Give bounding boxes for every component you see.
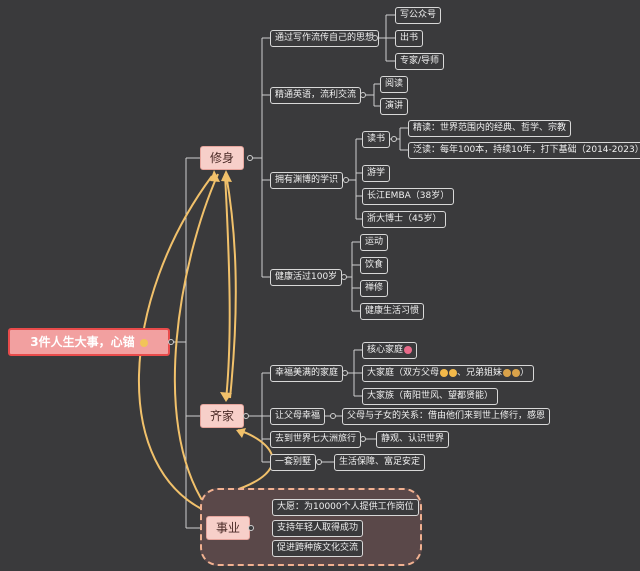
node-jingdu[interactable]: 精读：世界范围内的经典、哲学、宗教 [408,120,572,137]
node-travel[interactable]: 去到世界七大洲旅行 [270,431,362,448]
node-health[interactable]: 健康活过100岁 [270,269,343,286]
extended-family-label: 大家庭（双方父母 [367,368,440,378]
node-english[interactable]: 精通英语，流利交流 [270,87,362,104]
anchor-icon [139,338,148,347]
relation-arrows [137,173,274,514]
core-family-label: 核心家庭 [367,345,404,355]
node-sport[interactable]: 运动 [360,234,389,251]
node-support-youth[interactable]: 支持年轻人取得成功 [272,520,364,537]
node-dushu[interactable]: 读书 [362,131,391,148]
node-book[interactable]: 出书 [395,30,424,47]
node-parents[interactable]: 让父母幸福 [270,408,326,425]
arrow-xiushen-to-qijia [224,173,231,401]
node-writing[interactable]: 通过写作流传自己的思想 [270,30,380,47]
collapse-dot[interactable] [330,413,336,419]
node-knowledge[interactable]: 拥有渊博的学识 [270,172,344,189]
node-clan[interactable]: 大家族（南阳世风、望都贤能） [362,388,499,405]
collapse-dot[interactable] [372,35,378,41]
extended-family-close: ） [520,368,530,378]
collapse-dot[interactable] [247,155,253,161]
main-node-shiye[interactable]: 事业 [206,516,250,540]
node-youxue[interactable]: 游学 [362,165,391,182]
node-habits[interactable]: 健康生活习惯 [360,303,425,320]
siblings-label: 、兄弟姐妹 [457,368,503,378]
node-observe[interactable]: 静观、认识世界 [376,431,450,448]
node-reading[interactable]: 阅读 [380,76,409,93]
node-emba[interactable]: 长江EMBA（38岁） [362,188,455,205]
collapse-dot[interactable] [360,436,366,442]
collapse-dot[interactable] [316,459,322,465]
root-label: 3件人生大事，心锚 [30,335,135,349]
collapse-dot[interactable] [168,339,174,345]
grandparent-emoji-icon [440,368,449,377]
node-zen[interactable]: 禅修 [360,280,389,297]
node-speech[interactable]: 演讲 [380,98,409,115]
collapse-dot[interactable] [343,177,349,183]
arrow-shiye-to-xiushen [173,173,219,506]
collapse-dot[interactable] [360,92,366,98]
arrow-xiushen-from-shiye [137,175,213,514]
main-node-xiushen[interactable]: 修身 [200,146,244,170]
collapse-dot[interactable] [341,274,347,280]
node-expert[interactable]: 专家/导师 [395,53,445,70]
collapse-dot[interactable] [248,525,254,531]
node-gzh[interactable]: 写公众号 [395,7,442,24]
root-node[interactable]: 3件人生大事，心锚 [8,328,170,356]
node-cultural-exchange[interactable]: 促进跨种族文化交流 [272,540,364,557]
node-phd[interactable]: 浙大博士（45岁） [362,211,447,228]
node-security[interactable]: 生活保障、富足安定 [334,454,426,471]
node-family[interactable]: 幸福美满的家庭 [270,365,344,382]
collapse-dot[interactable] [342,370,348,376]
family-emoji-icon [404,345,413,354]
node-vow[interactable]: 大愿：为10000个人提供工作岗位 [272,499,419,516]
node-parent-child[interactable]: 父母与子女的关系：借由他们来到世上修行，感恩 [342,408,551,425]
node-extended-family[interactable]: 大家庭（双方父母 、兄弟姐妹 ） [362,365,535,382]
collapse-dot[interactable] [391,136,397,142]
siblings-emoji-icon [503,368,512,377]
node-diet[interactable]: 饮食 [360,257,389,274]
arrowheads [210,170,246,438]
node-core-family[interactable]: 核心家庭 [362,342,418,359]
grandparent-emoji-icon-2 [449,368,458,377]
node-villa[interactable]: 一套别墅 [270,454,317,471]
siblings-emoji-icon-2 [512,368,521,377]
node-fandu[interactable]: 泛读：每年100本，持续10年，打下基础（2014-2023） [408,142,640,159]
collapse-dot[interactable] [243,413,249,419]
main-node-qijia[interactable]: 齐家 [200,404,244,428]
arrow-qijia-to-xiushen [225,173,237,399]
